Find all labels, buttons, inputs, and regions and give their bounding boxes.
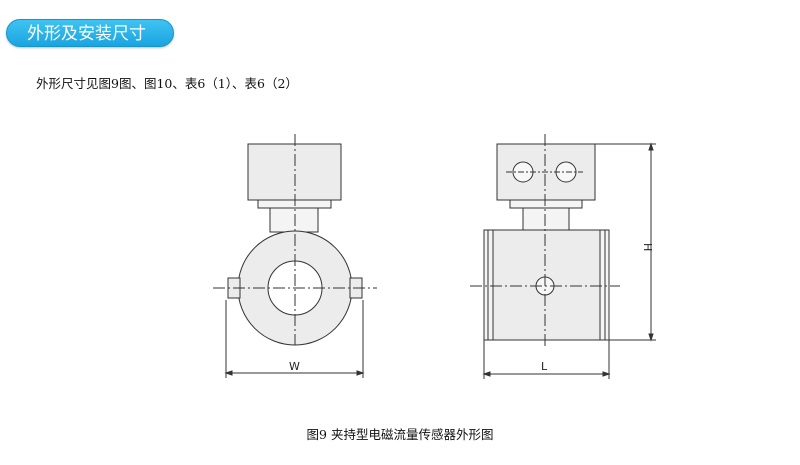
side-l-label: L [541, 360, 548, 373]
front-stem [269, 207, 319, 233]
side-neck [509, 199, 583, 209]
side-view [470, 134, 656, 379]
front-w-label: W [289, 360, 300, 373]
intro-text: 外形尺寸见图9图、图10、表6（1）、表6（2） [36, 76, 298, 91]
side-h-arrow-bottom [648, 333, 654, 342]
side-h-arrow-top [648, 142, 654, 151]
side-h-label: H [641, 243, 654, 251]
front-w-arrow-left [224, 370, 233, 376]
front-w-arrow-right [356, 370, 365, 376]
front-view [213, 134, 377, 378]
side-l-arrow-right [602, 371, 611, 377]
front-head-box [247, 143, 342, 201]
side-stem [522, 207, 570, 233]
side-l-arrow-left [482, 371, 491, 377]
section-title: 外形及安装尺寸 [6, 19, 174, 47]
figure-caption: 图9 夹持型电磁流量传感器外形图 [306, 427, 494, 442]
